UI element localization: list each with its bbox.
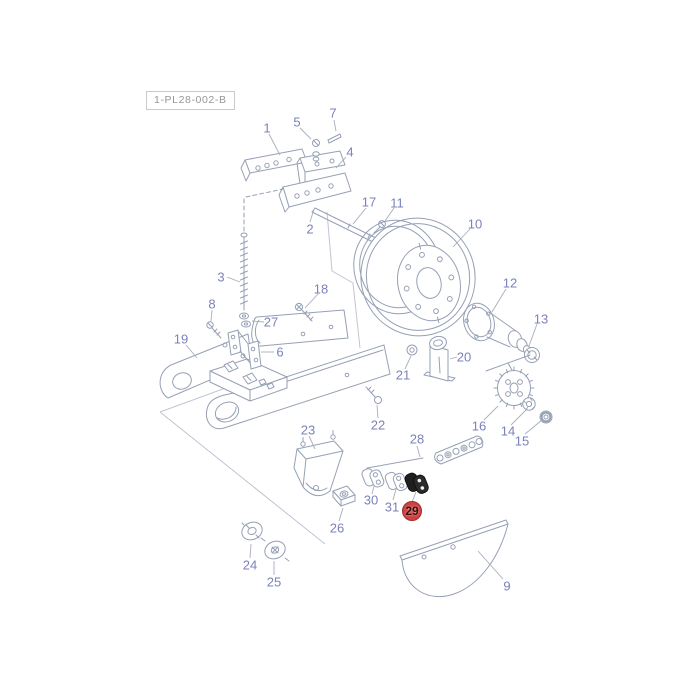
sprocket-group-tick <box>507 362 513 371</box>
callout-14[interactable]: 14 <box>500 423 516 439</box>
part-27-washers <box>239 312 251 328</box>
callout-21[interactable]: 21 <box>395 367 411 383</box>
lower-swing-arm <box>205 344 391 430</box>
part-25-washer <box>260 537 290 562</box>
part-20-stop-bracket <box>423 335 456 382</box>
callout-27[interactable]: 27 <box>263 314 279 330</box>
part-6-clevis-bracket <box>222 329 262 370</box>
leader-lines <box>185 119 543 580</box>
callout-22[interactable]: 22 <box>370 417 386 433</box>
callout-28[interactable]: 28 <box>409 431 425 447</box>
callout-30[interactable]: 30 <box>363 492 379 508</box>
callout-26[interactable]: 26 <box>329 520 345 536</box>
part-29-connecting-link-highlighted <box>404 472 429 494</box>
part-24-washer <box>241 521 263 541</box>
part-31-chain-link <box>384 471 408 492</box>
part-9-shield <box>399 519 509 598</box>
callout-4[interactable]: 4 <box>346 144 354 160</box>
part-14-flanged-nut <box>522 397 536 411</box>
callout-18[interactable]: 18 <box>313 281 329 297</box>
part-26-bushing-block <box>332 485 356 507</box>
part-10-wheel <box>353 217 476 337</box>
callout-7[interactable]: 7 <box>329 105 337 121</box>
part-8-bolt <box>206 321 222 339</box>
part-7-pin <box>327 133 342 144</box>
callout-6[interactable]: 6 <box>276 344 284 360</box>
callout-9[interactable]: 9 <box>503 578 511 594</box>
callout-11[interactable]: 11 <box>390 195 404 211</box>
part-2-bracket-plate <box>278 172 352 213</box>
callout-8[interactable]: 8 <box>208 296 216 312</box>
part-3-threaded-rod <box>240 188 284 311</box>
upper-flat-plate <box>251 309 349 347</box>
callout-31[interactable]: 31 <box>384 499 400 515</box>
part-15-bushing <box>539 410 553 424</box>
part-23-support-bracket <box>293 430 344 497</box>
callout-15[interactable]: 15 <box>514 433 530 449</box>
part-28-chain <box>434 435 484 465</box>
callout-12[interactable]: 12 <box>502 275 518 291</box>
part-5-screw <box>312 139 320 162</box>
part-12-hub <box>463 302 532 355</box>
part-30-chain-link <box>361 468 385 488</box>
link-group-line <box>366 457 424 469</box>
callout-17[interactable]: 17 <box>361 194 377 210</box>
callout-23[interactable]: 23 <box>300 422 316 438</box>
callout-13[interactable]: 13 <box>533 311 549 327</box>
callout-29-badge[interactable]: 29 <box>402 501 422 521</box>
callout-10[interactable]: 10 <box>467 216 483 232</box>
diagram-reference-label: 1-PL28-002-B <box>146 91 235 110</box>
part-21-washer <box>406 344 418 356</box>
callout-1[interactable]: 1 <box>263 120 271 136</box>
callout-16[interactable]: 16 <box>471 418 487 434</box>
callout-3[interactable]: 3 <box>217 269 225 285</box>
pivot-block <box>209 358 288 402</box>
part-13-bearing <box>524 347 540 363</box>
callout-19[interactable]: 19 <box>173 331 189 347</box>
callout-2[interactable]: 2 <box>306 221 314 237</box>
part-18-bolt <box>294 302 314 322</box>
callout-25[interactable]: 25 <box>266 574 282 590</box>
part-22-bolt <box>365 386 382 404</box>
part-4-angle-bracket <box>296 150 346 185</box>
callout-5[interactable]: 5 <box>293 114 301 130</box>
callout-20[interactable]: 20 <box>456 349 472 365</box>
callout-24[interactable]: 24 <box>242 557 258 573</box>
